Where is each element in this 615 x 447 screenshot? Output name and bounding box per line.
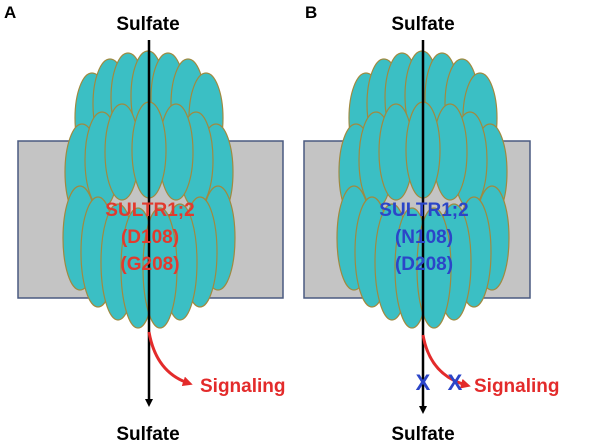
panel-b-letter: B bbox=[305, 3, 317, 22]
panel-b-protein-name: SULTR1;2 bbox=[379, 200, 468, 221]
panel-a-signaling-label: Signaling bbox=[200, 376, 286, 397]
panel-a-residue-2: (G208) bbox=[120, 254, 179, 275]
panel-a-sulfate-bottom: Sulfate bbox=[116, 424, 179, 445]
panel-b: B Sulfate bbox=[303, 3, 560, 445]
panel-b-residue-1: (N108) bbox=[395, 227, 453, 248]
panel-b-transport-block-mark: X bbox=[416, 370, 431, 395]
panel-b-signaling-block-mark: X bbox=[448, 370, 463, 395]
panel-a: A bbox=[4, 3, 286, 445]
panel-a-sulfate-top: Sulfate bbox=[116, 14, 179, 35]
panel-a-residue-1: (D108) bbox=[121, 227, 179, 248]
panel-a-signaling-arrow bbox=[147, 331, 193, 387]
panel-b-sulfate-bottom: Sulfate bbox=[391, 424, 454, 445]
panel-b-signaling-arrow bbox=[421, 334, 471, 389]
panel-a-protein-name: SULTR1;2 bbox=[105, 200, 194, 221]
panel-b-residue-2: (D208) bbox=[395, 254, 453, 275]
panel-b-protein bbox=[336, 50, 510, 329]
panel-b-sulfate-top: Sulfate bbox=[391, 14, 454, 35]
panel-b-signaling-label: Signaling bbox=[474, 376, 560, 397]
panel-a-letter: A bbox=[4, 3, 16, 22]
